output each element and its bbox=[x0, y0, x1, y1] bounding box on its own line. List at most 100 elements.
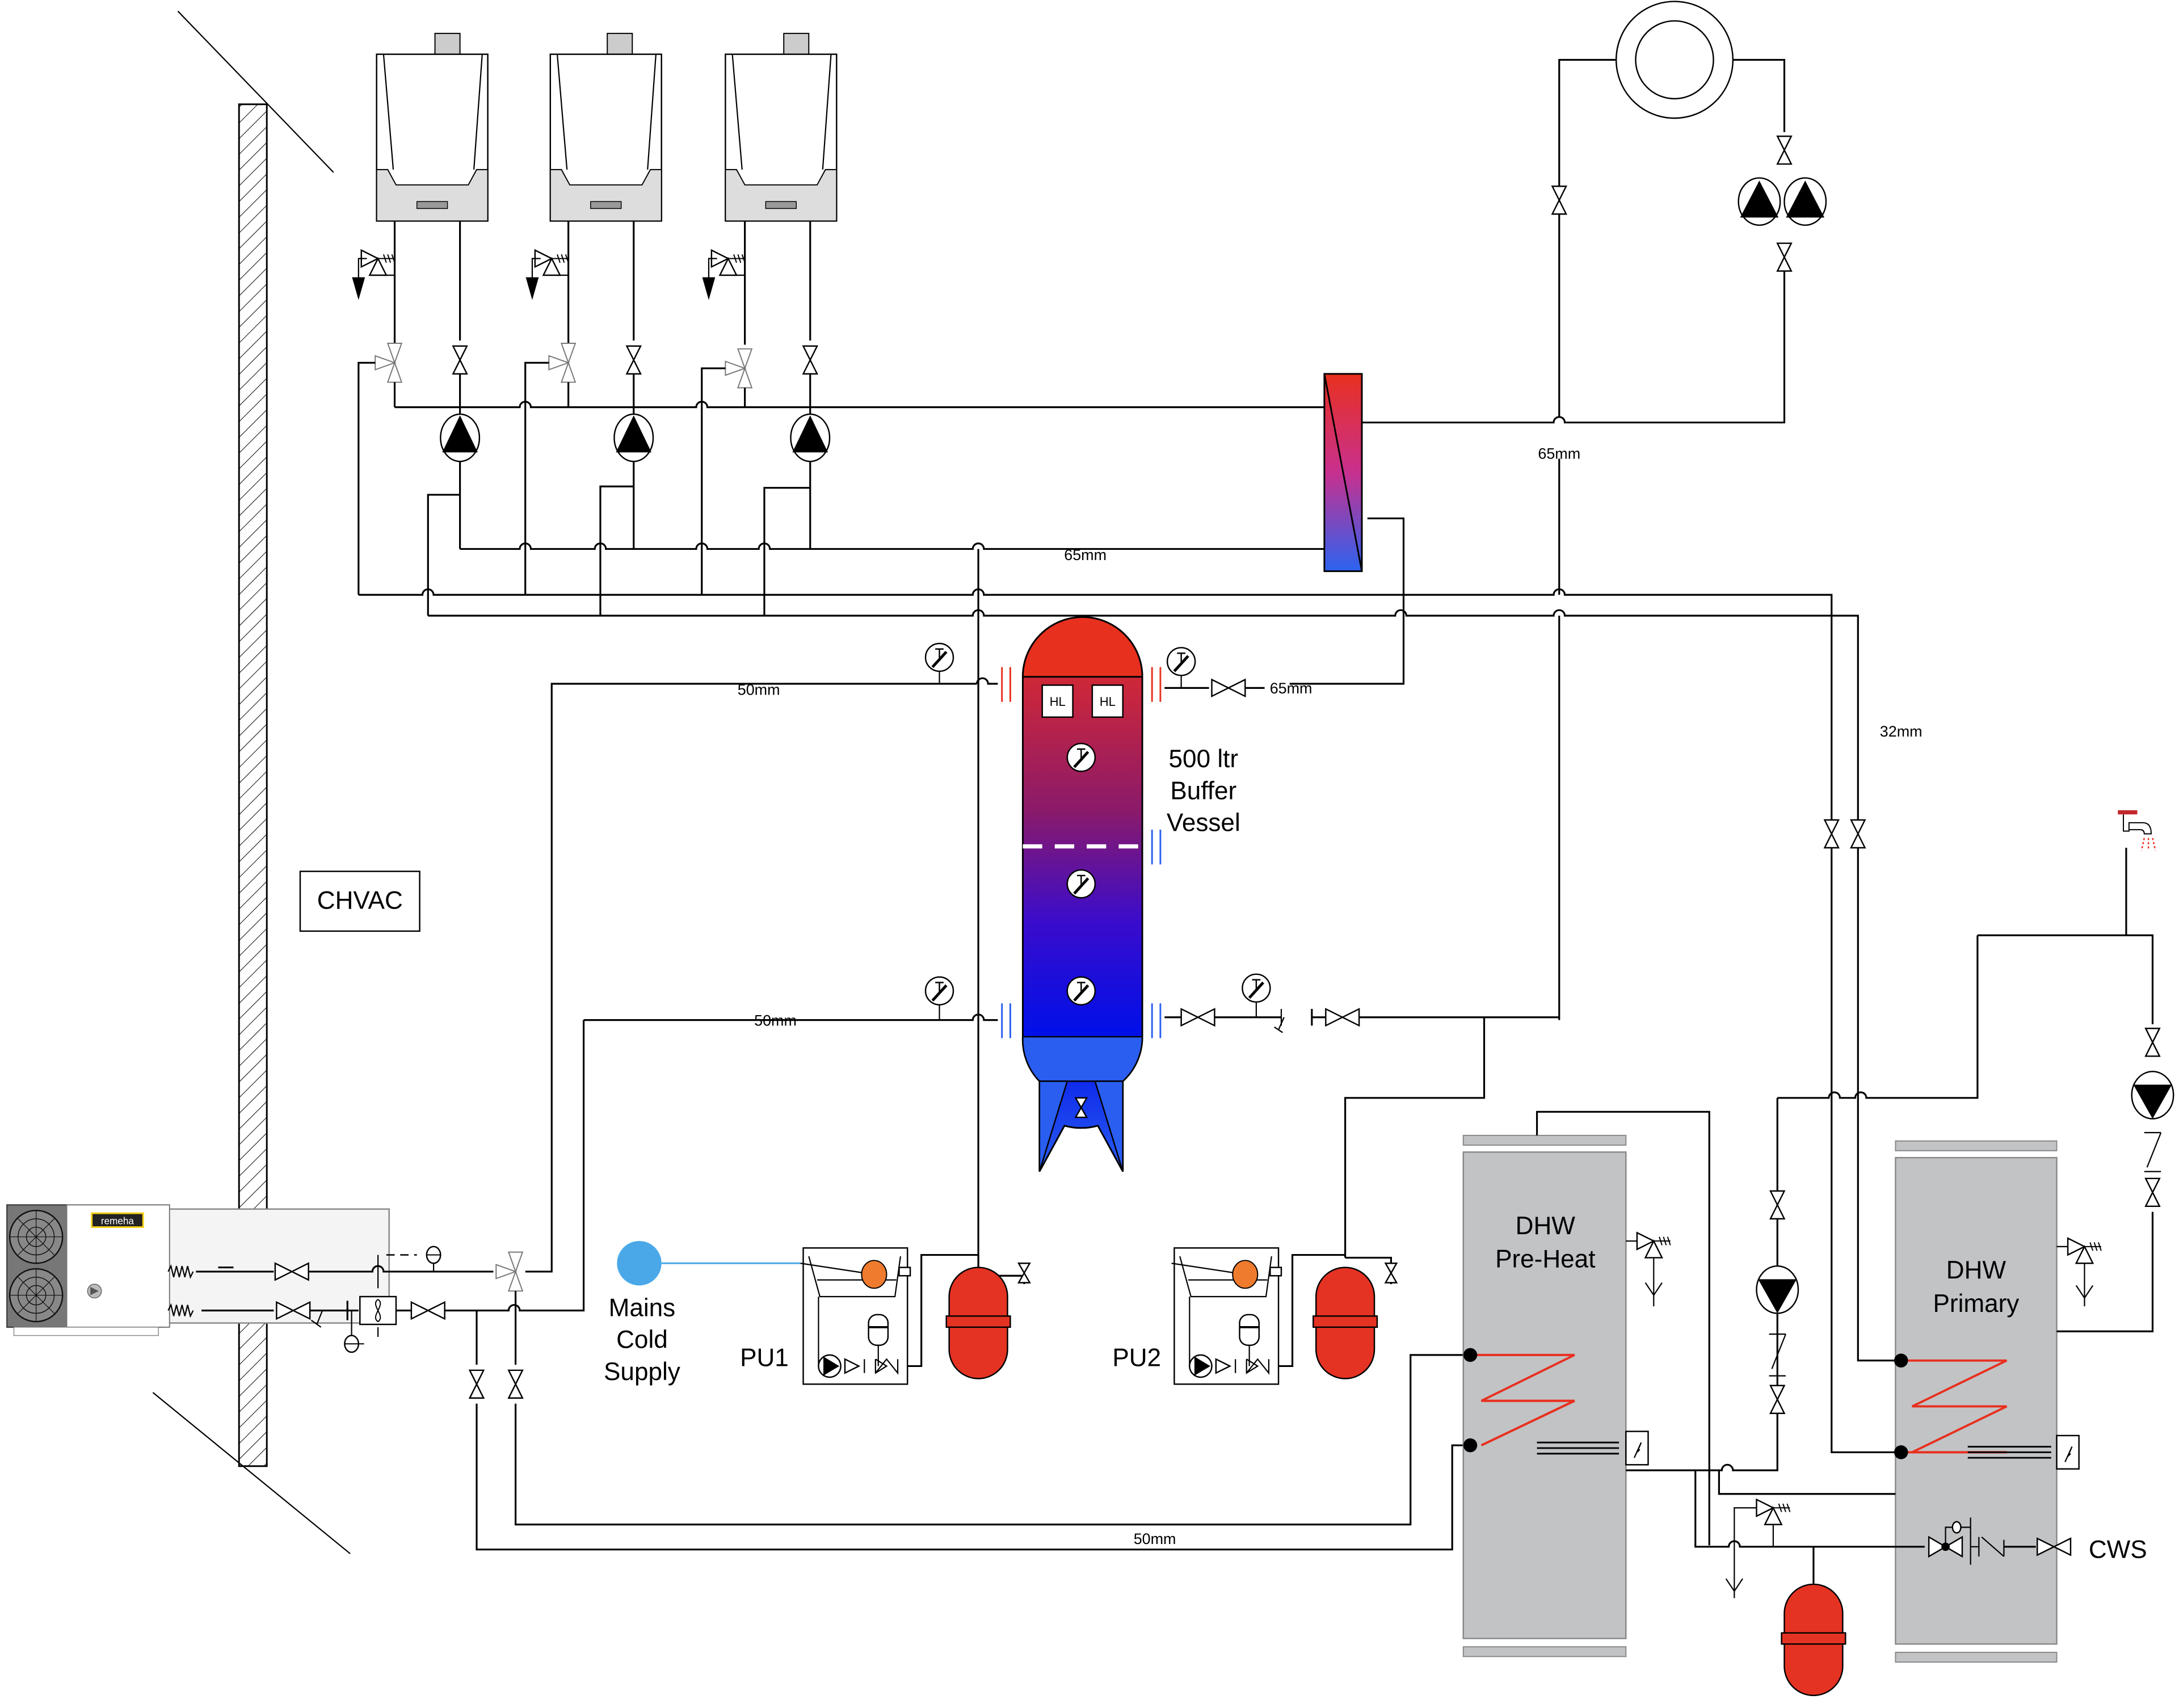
drain-valve[interactable] bbox=[1385, 1263, 1398, 1284]
pu1-label: PU1 bbox=[740, 1344, 789, 1372]
isolation-valve[interactable] bbox=[508, 1369, 524, 1399]
cws-label: CWS bbox=[2089, 1535, 2147, 1563]
safety-relief-valve[interactable] bbox=[1756, 1499, 1791, 1525]
isolation-valve[interactable] bbox=[1551, 186, 1567, 215]
immersion-heater-icon bbox=[1625, 1431, 1649, 1466]
temperature-gauge[interactable] bbox=[1067, 743, 1095, 771]
expansion-vessel[interactable] bbox=[1781, 1583, 1846, 1697]
check-valve bbox=[2144, 1131, 2162, 1172]
isolation-valve[interactable] bbox=[1769, 1190, 1785, 1220]
strainer-icon bbox=[310, 1310, 323, 1328]
isolation-valve[interactable] bbox=[2145, 1028, 2160, 1057]
three-way-valve[interactable] bbox=[725, 348, 752, 389]
immersion-heater-icon bbox=[2056, 1434, 2080, 1470]
strainer-icon bbox=[1274, 1009, 1285, 1033]
pipe-size-label: 65mm bbox=[1270, 680, 1313, 697]
isolation-valve[interactable] bbox=[1850, 819, 1866, 849]
isolation-valve[interactable] bbox=[1180, 1008, 1215, 1027]
boiler-1[interactable] bbox=[376, 32, 489, 222]
three-way-valve[interactable] bbox=[375, 343, 402, 383]
mains-label: Supply bbox=[604, 1358, 680, 1386]
isolation-valve[interactable] bbox=[802, 345, 818, 375]
dhw-preheat-cylinder[interactable]: DHW Pre-Heat bbox=[1462, 1134, 1649, 1657]
isolation-valve[interactable] bbox=[410, 1301, 445, 1320]
isolation-valve[interactable] bbox=[452, 345, 468, 375]
expansion-vessel[interactable] bbox=[945, 1267, 1011, 1379]
dhw-circulation-pump[interactable] bbox=[1756, 1265, 1799, 1314]
pressurisation-unit-2[interactable] bbox=[1171, 1247, 1282, 1385]
boiler-pump[interactable] bbox=[613, 413, 654, 462]
dhw-preheat-label: Pre-Heat bbox=[1495, 1246, 1595, 1273]
hot-water-outlet-tap-icon[interactable] bbox=[2118, 810, 2156, 851]
temperature-gauge[interactable] bbox=[1067, 977, 1095, 1005]
safety-relief-valve[interactable] bbox=[360, 249, 396, 276]
buffer-vessel-label: 500 ltr bbox=[1169, 745, 1239, 773]
chvac-label: CHVAC bbox=[317, 887, 403, 915]
dhw-primary-label: Primary bbox=[1933, 1290, 2020, 1318]
three-way-valve[interactable] bbox=[548, 343, 576, 383]
pressure-reducing-valve[interactable] bbox=[1928, 1517, 1971, 1565]
boiler-pump[interactable] bbox=[440, 413, 481, 462]
secondary-return-pump[interactable] bbox=[2131, 1071, 2174, 1120]
immersion-heater bbox=[1967, 1446, 2051, 1459]
isolation-valve[interactable] bbox=[1769, 1385, 1785, 1414]
pipe-size-label: 50mm bbox=[754, 1012, 797, 1029]
temperature-gauge[interactable] bbox=[926, 643, 953, 671]
cold-water-supply-pipe bbox=[1694, 1470, 1925, 1548]
isolation-valve[interactable] bbox=[1325, 1008, 1360, 1027]
mains-label: Cold bbox=[616, 1326, 668, 1354]
air-source-heat-pump[interactable]: remeha bbox=[6, 1204, 390, 1336]
pressure-sensor-icon bbox=[344, 1310, 364, 1353]
plate-heat-exchanger[interactable] bbox=[1323, 373, 1363, 573]
boiler-3-piping bbox=[701, 221, 831, 616]
isolation-valve[interactable] bbox=[626, 345, 642, 375]
twin-pump[interactable] bbox=[1738, 177, 1827, 226]
isolation-valve[interactable] bbox=[1777, 135, 1792, 165]
isolation-valve[interactable] bbox=[1824, 819, 1840, 849]
pressure-sensor-icon bbox=[426, 1246, 441, 1272]
expansion-vessel[interactable] bbox=[1313, 1267, 1378, 1379]
hp-flow-pipe bbox=[196, 1266, 274, 1273]
high-limit-stat-1[interactable]: HL bbox=[1041, 684, 1074, 718]
mains-cold-supply[interactable] bbox=[617, 1241, 801, 1286]
temperature-gauge[interactable] bbox=[1067, 870, 1095, 898]
fan-icon bbox=[9, 1268, 64, 1323]
check-valve bbox=[1769, 1333, 1786, 1377]
boiler-return-header bbox=[460, 542, 1324, 550]
safety-relief-valve[interactable] bbox=[534, 249, 569, 276]
dhw-primary-cylinder[interactable]: DHW Primary bbox=[1894, 1140, 2080, 1663]
boiler-3[interactable] bbox=[725, 32, 838, 222]
temperature-gauge[interactable] bbox=[926, 977, 953, 1005]
isolation-valve[interactable] bbox=[1777, 242, 1792, 272]
ahu-coil[interactable] bbox=[1615, 1, 1734, 119]
safety-relief-valve[interactable] bbox=[2067, 1237, 2102, 1264]
boiler-2[interactable] bbox=[549, 32, 662, 222]
pipe-size-label: 32mm bbox=[1880, 723, 1923, 740]
boiler-pump[interactable] bbox=[790, 413, 831, 462]
temperature-gauge[interactable] bbox=[1242, 974, 1270, 1002]
buffer-vessel-label: Buffer bbox=[1170, 777, 1236, 805]
dhw-preheat-return-pipe bbox=[476, 1403, 1471, 1551]
flow-to-buffer bbox=[525, 683, 977, 1273]
temperature-gauge[interactable] bbox=[1167, 647, 1195, 675]
phx-to-buffer-pipe bbox=[1289, 517, 1405, 685]
isolation-valve[interactable] bbox=[1211, 679, 1246, 697]
isolation-valve[interactable] bbox=[469, 1369, 485, 1399]
isolation-valve[interactable] bbox=[2145, 1177, 2160, 1208]
high-limit-stat-2[interactable]: HL bbox=[1091, 684, 1124, 718]
drain-valve[interactable] bbox=[1017, 1263, 1030, 1284]
flange-hot bbox=[1001, 667, 1011, 702]
safety-relief-valve[interactable] bbox=[710, 249, 746, 276]
wall-break-line-bottom bbox=[152, 1392, 351, 1554]
discharge-arrow-icon bbox=[352, 277, 365, 300]
dhw-preheat-flow-pipe bbox=[514, 1354, 1471, 1526]
safety-relief-valve[interactable] bbox=[1636, 1232, 1671, 1259]
flange-cold bbox=[1151, 830, 1162, 865]
flange-hot bbox=[1151, 667, 1162, 702]
pressurisation-unit-1[interactable] bbox=[800, 1247, 911, 1385]
pipe-size-label: 50mm bbox=[738, 681, 780, 699]
check-valve bbox=[1970, 1536, 2005, 1557]
chvac-box[interactable]: CHVAC bbox=[299, 870, 420, 932]
three-way-diverter-valve[interactable] bbox=[495, 1251, 523, 1292]
flow-meter[interactable] bbox=[359, 1295, 397, 1337]
